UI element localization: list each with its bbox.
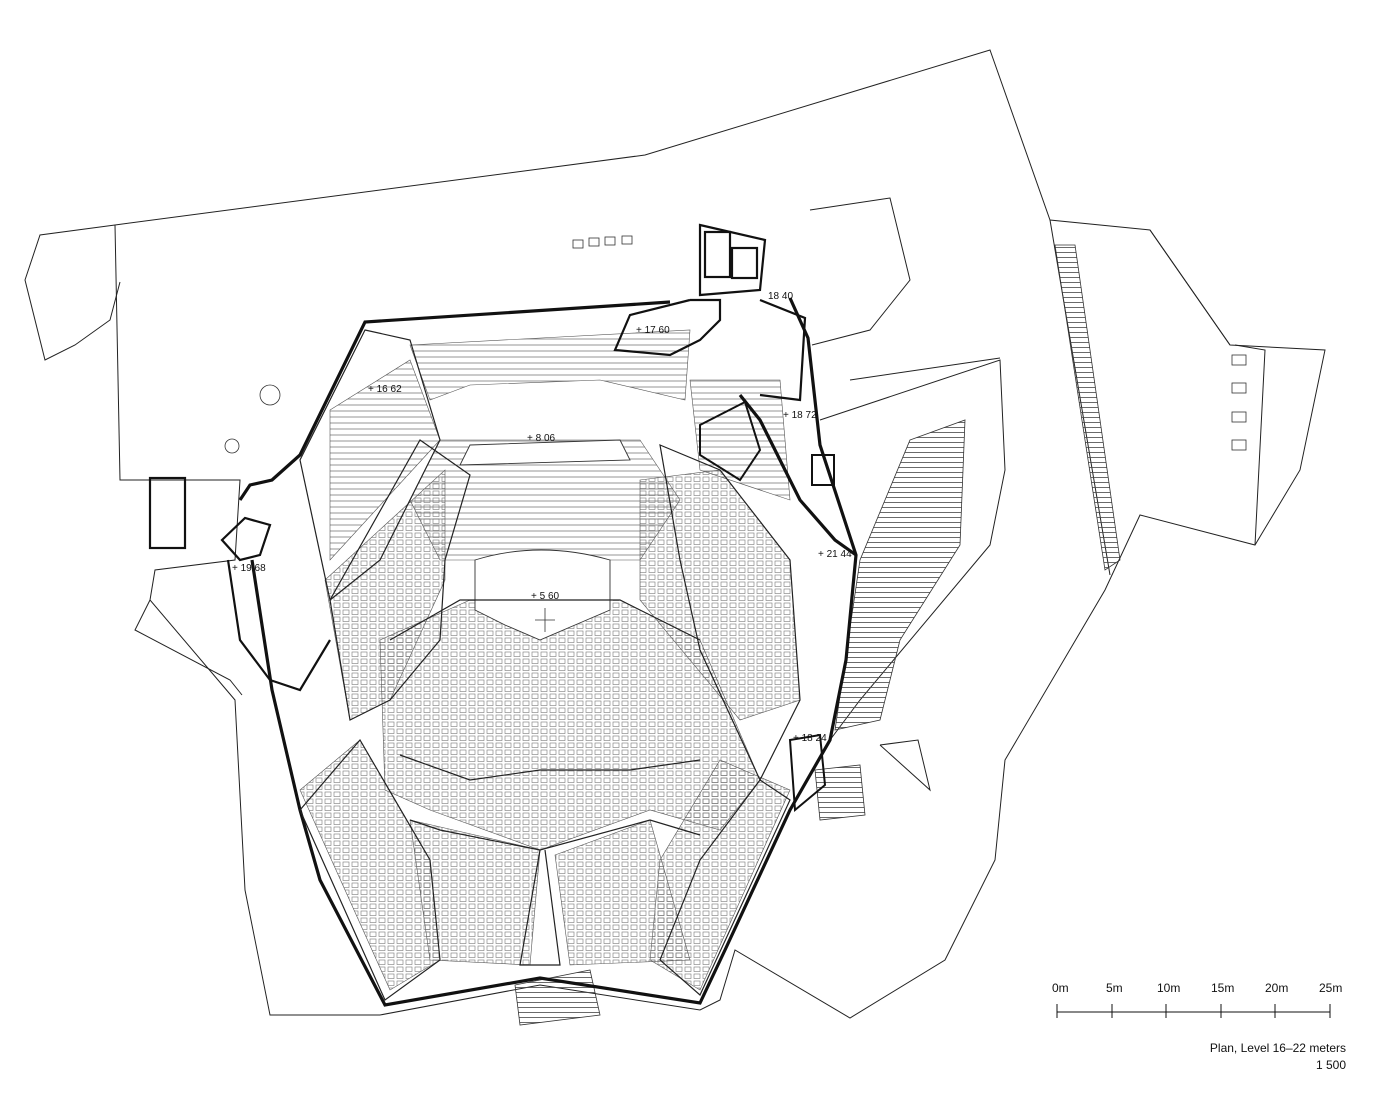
elevation-1760: + 17 60 [636,325,670,336]
scale-bar: 0m 5m 10m 15m 20m 25m [1052,981,1342,1018]
scale-label-25: 25m [1319,981,1342,995]
elevation-2144: + 21 44 [818,549,852,560]
plan-title: Plan, Level 16–22 meters [1209,1041,1346,1055]
service-core-east [699,400,835,813]
stage [459,439,631,641]
scale-label-10: 10m [1157,981,1180,995]
service-core-west [148,476,331,692]
plan-scale: 1 500 [1315,1058,1346,1072]
hall-inner-walls [299,329,801,1001]
hall-walls [238,297,858,1007]
elevation-1872: + 18 72 [783,410,817,421]
scale-label-0: 0m [1052,981,1069,995]
elevation-1968: + 19 68 [232,563,266,574]
scale-label-15: 15m [1211,981,1234,995]
auditorium [299,329,801,991]
elevation-806: + 8 06 [527,433,556,444]
site-features [224,235,1247,454]
elevation-labels: + 16 62 + 17 60 18 40 + 8 06 + 18 72 + 2… [232,291,852,744]
elevation-1662: + 16 62 [368,384,402,395]
scale-label-5: 5m [1106,981,1123,995]
elevation-1840: 18 40 [768,291,793,302]
service-core-north [613,223,807,402]
plan-caption: Plan, Level 16–22 meters 1 500 [1210,1040,1346,1074]
elevation-1824: + 18 24 [793,733,827,744]
exterior-stairs [514,244,1121,1026]
scale-label-20: 20m [1265,981,1288,995]
elevation-560: + 5 60 [531,591,560,602]
